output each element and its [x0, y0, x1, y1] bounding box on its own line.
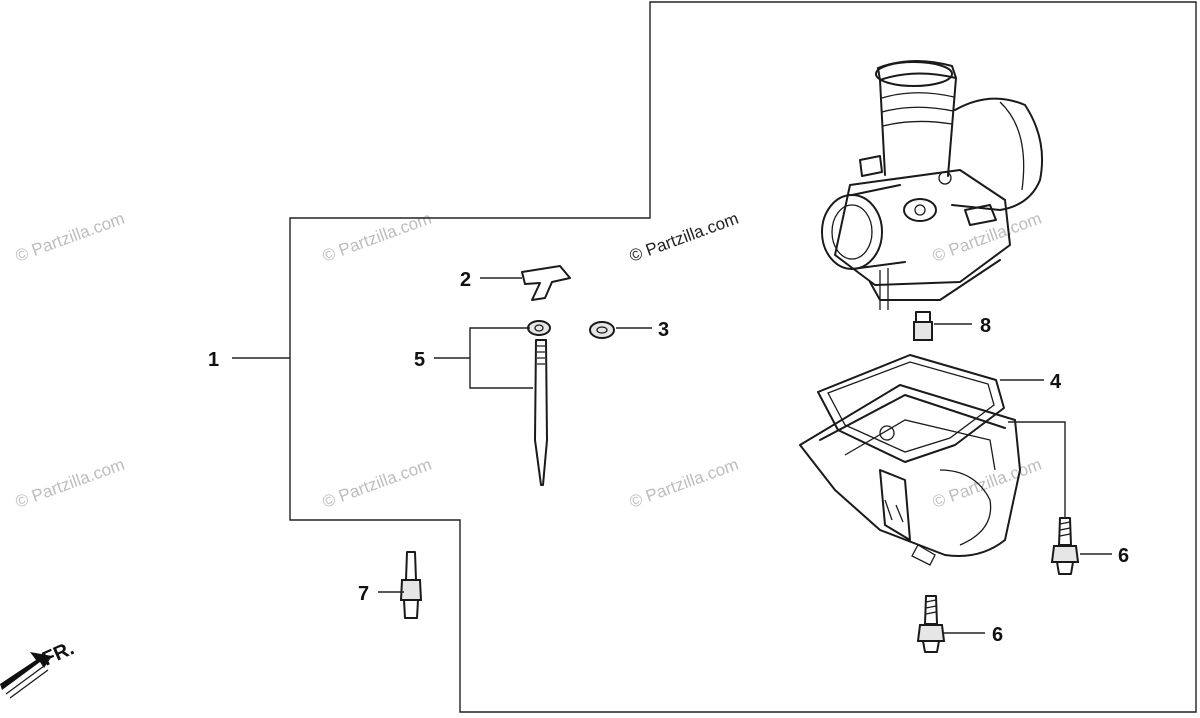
main-jet: [399, 551, 423, 619]
needle-washer-left: [527, 320, 551, 336]
watermarks: © Partzilla.com © Partzilla.com © Partzi…: [13, 209, 1044, 512]
callout-1: 1: [208, 349, 219, 371]
needle-washer: [589, 321, 615, 339]
callout-6-lower: 6: [992, 624, 1003, 646]
float-chamber: [799, 384, 1021, 566]
float-chamber-gasket: [817, 354, 1005, 463]
callout-6: 6: [1118, 545, 1129, 567]
callout-2: 2: [460, 269, 471, 291]
pilot-jet: [913, 311, 933, 341]
float-chamber-screw-lower: [916, 595, 946, 653]
watermark: © Partzilla.com: [13, 209, 127, 266]
callout-8: 8: [980, 315, 991, 337]
watermark-center: © Partzilla.com: [627, 209, 741, 266]
assembly-outline: [289, 1, 1197, 713]
float-chamber-screw: [1050, 517, 1080, 575]
watermark: © Partzilla.com: [320, 209, 434, 266]
direction-label: FR.: [39, 637, 77, 670]
watermark: © Partzilla.com: [627, 455, 741, 512]
watermark: © Partzilla.com: [13, 455, 127, 512]
needle-clip: [521, 265, 571, 301]
leader-lines: [232, 277, 1112, 634]
callout-4: 4: [1050, 371, 1062, 393]
watermark: © Partzilla.com: [930, 209, 1044, 266]
watermark: © Partzilla.com: [930, 455, 1044, 512]
jet-needle: [534, 339, 548, 486]
front-direction-arrow: FR.: [0, 637, 77, 699]
watermark: © Partzilla.com: [320, 455, 434, 512]
callout-3: 3: [658, 319, 669, 341]
callout-7: 7: [358, 583, 369, 605]
callout-5: 5: [414, 349, 425, 371]
carburetor-body: [821, 59, 1044, 310]
callout-numbers: 1 2 3 4 5 6 6 7 8: [208, 269, 1129, 646]
